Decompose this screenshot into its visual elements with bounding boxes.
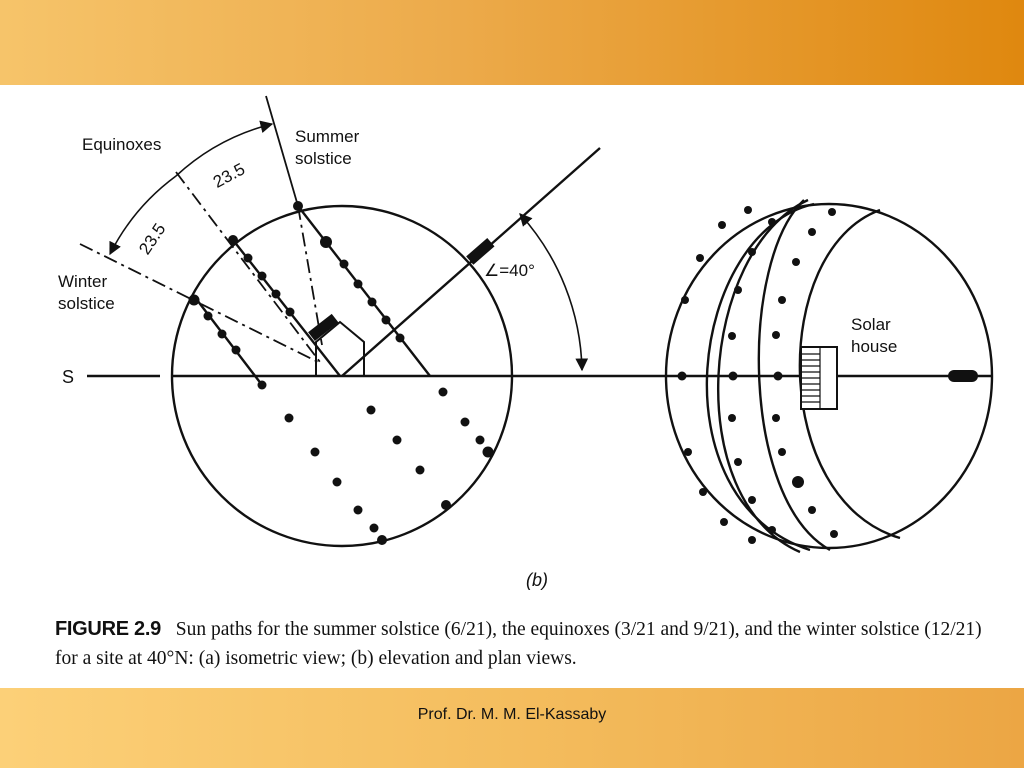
observer-house bbox=[315, 320, 365, 376]
equinox-ray bbox=[175, 171, 321, 363]
polaris-marker bbox=[466, 238, 495, 265]
summer-ray bbox=[297, 205, 323, 346]
elevation-sun-dots bbox=[188, 201, 494, 545]
angle-arc-upper bbox=[175, 120, 274, 177]
north-marker bbox=[948, 370, 978, 382]
label-south: S bbox=[62, 367, 74, 387]
diagram-labels: Equinoxes Summer solstice Winter solstic… bbox=[58, 127, 897, 590]
elevation-view bbox=[79, 95, 665, 548]
equinox-path-line bbox=[232, 239, 341, 377]
footer-credit: Prof. Dr. M. M. El-Kassaby bbox=[417, 706, 607, 723]
summer-path-line bbox=[297, 205, 431, 377]
angle-arc-lower bbox=[109, 175, 177, 256]
winter-path-line bbox=[193, 295, 263, 386]
plan-path-equinox-a bbox=[717, 198, 809, 554]
plan-path-equinox-b bbox=[757, 199, 831, 552]
label-angle-top: 23.5 bbox=[210, 159, 248, 191]
label-winter-2: solstice bbox=[58, 294, 115, 313]
footer-bar bbox=[0, 688, 1024, 768]
caption-text: Sun paths for the summer solstice (6/21)… bbox=[55, 619, 982, 669]
latitude-axis bbox=[341, 147, 601, 377]
plan-sun-dots bbox=[677, 206, 838, 544]
summer-ray-ext bbox=[265, 95, 299, 207]
header-bar bbox=[0, 0, 1024, 85]
sun-path-diagram: Equinoxes Summer solstice Winter solstic… bbox=[58, 95, 994, 590]
label-lat-angle: ∠=40° bbox=[484, 261, 535, 280]
label-winter-1: Winter bbox=[58, 272, 107, 291]
latitude-arc bbox=[519, 213, 589, 372]
caption-label: FIGURE 2.9 bbox=[55, 618, 161, 640]
label-panel: (b) bbox=[526, 570, 548, 590]
label-summer-2: solstice bbox=[295, 149, 352, 168]
figure-caption: FIGURE 2.9 Sun paths for the summer sols… bbox=[55, 615, 985, 673]
label-solar-1: Solar bbox=[851, 315, 891, 334]
observer-panel bbox=[308, 313, 339, 341]
label-solar-2: house bbox=[851, 337, 897, 356]
label-angle-bottom: 23.5 bbox=[135, 220, 169, 258]
winter-ray bbox=[79, 243, 319, 363]
label-summer-1: Summer bbox=[295, 127, 360, 146]
plan-view bbox=[664, 198, 994, 554]
label-equinoxes: Equinoxes bbox=[82, 135, 161, 154]
